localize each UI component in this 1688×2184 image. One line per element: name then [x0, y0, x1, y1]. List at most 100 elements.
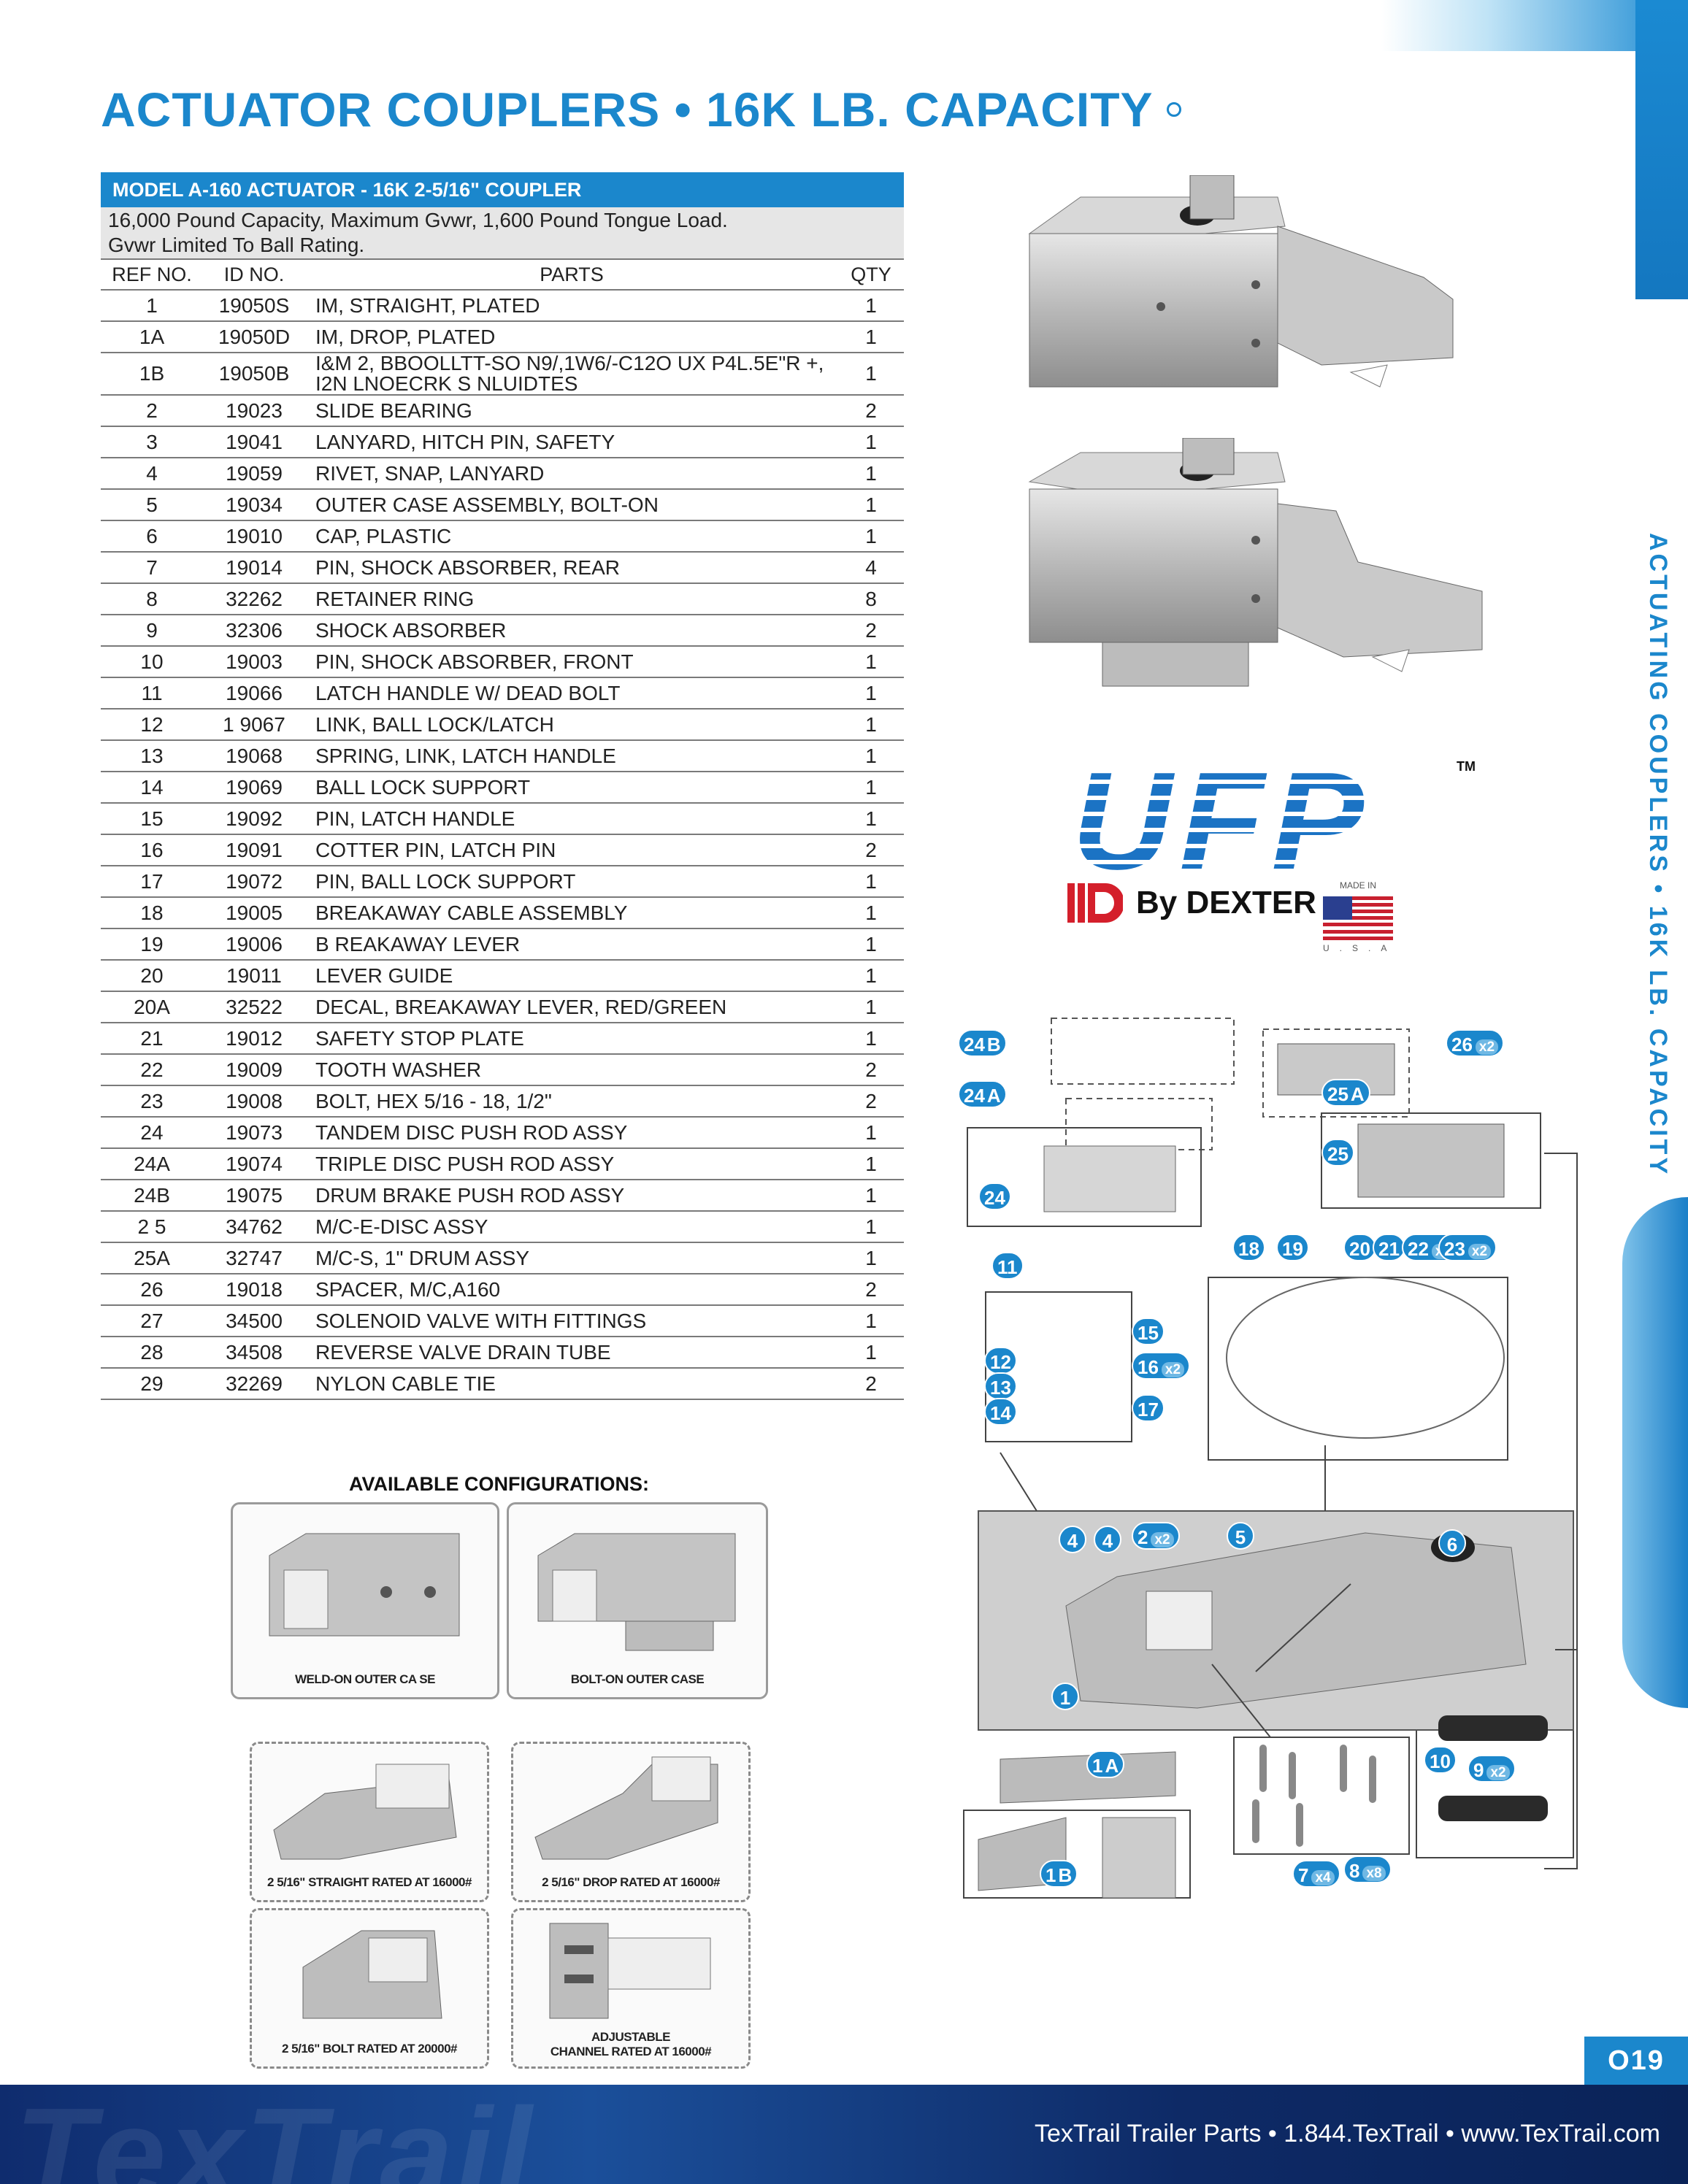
- cell-id: 19008: [203, 1085, 305, 1118]
- cell-part: TRIPLE DISC PUSH ROD ASSY: [305, 1148, 838, 1180]
- cell-part-line: I&M 2, BBOOLLTT-SO N9/,1W6/-C12O UX P4L.…: [315, 352, 824, 374]
- cell-qty: 1: [838, 1117, 904, 1149]
- cell-id: 1 9067: [203, 709, 305, 741]
- callout-number: 17: [1138, 1399, 1159, 1420]
- cell-qty: 8: [838, 583, 904, 615]
- cell-ref: 7: [101, 552, 203, 584]
- cell-qty: 2: [838, 1085, 904, 1118]
- callout-suffix: x2: [1468, 1244, 1492, 1259]
- cell-ref: 8: [101, 583, 203, 615]
- cell-part: I&M 2, BBOOLLTT-SO N9/,1W6/-C12O UX P4L.…: [305, 352, 838, 396]
- cell-ref: 20: [101, 960, 203, 992]
- callout-15: 15: [1132, 1318, 1165, 1345]
- config-caption: ADJUSTABLE CHANNEL RATED AT 16000#: [513, 2030, 748, 2059]
- cell-part: RIVET, SNAP, LANYARD: [305, 458, 838, 490]
- cell-ref: 4: [101, 458, 203, 490]
- cell-part-line: I2N LNOECRK S NLUIDTES: [315, 372, 578, 395]
- cell-id: 32522: [203, 991, 305, 1023]
- config-image: [302, 1930, 442, 2019]
- cell-id: 19023: [203, 395, 305, 427]
- cell-ref: 16: [101, 834, 203, 866]
- made-in-label: MADE IN: [1339, 880, 1376, 891]
- cell-part: SOLENOID VALVE WITH FITTINGS: [305, 1305, 838, 1337]
- actuator-photo-straight: [1028, 175, 1454, 388]
- callout-suffix: x2: [1151, 1532, 1174, 1547]
- callout-13: 13: [984, 1372, 1017, 1400]
- config-caption: 2 5/16" DROP RATED AT 16000#: [542, 1875, 720, 1889]
- config-straight: 2 5/16" STRAIGHT RATED AT 16000#: [250, 1742, 489, 1902]
- cell-ref: 27: [101, 1305, 203, 1337]
- callout-suffix: x8: [1362, 1866, 1386, 1881]
- cell-id: 34500: [203, 1305, 305, 1337]
- cell-ref: 13: [101, 740, 203, 772]
- cell-id: 19073: [203, 1117, 305, 1149]
- callout-suffix: B: [1058, 1864, 1073, 1886]
- cell-ref: 17: [101, 866, 203, 898]
- cell-qty: 1: [838, 677, 904, 710]
- callout-21: 21: [1373, 1234, 1405, 1261]
- cell-ref: 24B: [101, 1180, 203, 1212]
- footer: TexTrail TexTrail Trailer Parts • 1.844.…: [0, 2085, 1688, 2184]
- cell-id: 34508: [203, 1337, 305, 1369]
- ufp-brand: UFP: [1072, 744, 1371, 899]
- cell-qty: 1: [838, 426, 904, 458]
- column-header-id: ID NO.: [203, 259, 305, 291]
- callout-5: 5: [1227, 1522, 1254, 1550]
- footer-brand-watermark: TexTrail: [15, 2085, 535, 2184]
- cell-qty: 1: [838, 803, 904, 835]
- config-caption: BOLT-ON OUTER CASE: [570, 1672, 705, 1686]
- callout-number: 25: [1327, 1143, 1349, 1165]
- cell-qty: 1: [838, 290, 904, 322]
- cell-part: BALL LOCK SUPPORT: [305, 772, 838, 804]
- cell-qty: 2: [838, 1368, 904, 1400]
- cell-part: IM, STRAIGHT, PLATED: [305, 290, 838, 322]
- callout-suffix: A: [1350, 1083, 1365, 1105]
- cell-ref: 2: [101, 395, 203, 427]
- cell-part: PIN, BALL LOCK SUPPORT: [305, 866, 838, 898]
- callout-number: 24: [984, 1187, 1005, 1209]
- usa-flag-icon: [1323, 896, 1393, 940]
- cell-ref: 12: [101, 709, 203, 741]
- cell-ref: 11: [101, 677, 203, 710]
- callout-number: 15: [1138, 1322, 1159, 1344]
- cell-id: 19006: [203, 928, 305, 961]
- callout-number: 14: [990, 1402, 1011, 1424]
- column-header-ref: REF NO.: [101, 259, 203, 291]
- callout-number: 1: [1059, 1687, 1071, 1709]
- cell-part: LINK, BALL LOCK/LATCH: [305, 709, 838, 741]
- callout-17: 17: [1132, 1394, 1165, 1422]
- side-title: ACTUATING COUPLERS • 16K LB. CAPACITY: [1644, 533, 1672, 1177]
- cell-ref: 25A: [101, 1242, 203, 1274]
- callout-number: 18: [1238, 1238, 1259, 1260]
- country-label: U.S.A: [1323, 943, 1397, 953]
- cell-qty: 1: [838, 960, 904, 992]
- cell-ref: 18: [101, 897, 203, 929]
- cell-part: TOOTH WASHER: [305, 1054, 838, 1086]
- page-title-text: ACTUATOR COUPLERS • 16K LB. CAPACITY: [101, 82, 1154, 136]
- table-description-line: 16,000 Pound Capacity, Maximum Gvwr, 1,6…: [108, 209, 728, 231]
- cell-part: OUTER CASE ASSEMBLY, BOLT-ON: [305, 489, 838, 521]
- cell-qty: 1: [838, 1180, 904, 1212]
- config-caption: 2 5/16" BOLT RATED AT 20000#: [281, 2042, 458, 2056]
- callout-number: 16: [1138, 1356, 1159, 1378]
- cell-qty: 1: [838, 1337, 904, 1369]
- cell-ref: 29: [101, 1368, 203, 1400]
- callout-25: 25: [1321, 1139, 1354, 1166]
- callout-number: 8: [1349, 1860, 1360, 1882]
- cell-qty: 4: [838, 552, 904, 584]
- callout-suffix: x2: [1486, 1765, 1510, 1780]
- cell-ref: 24: [101, 1117, 203, 1149]
- cell-id: 19074: [203, 1148, 305, 1180]
